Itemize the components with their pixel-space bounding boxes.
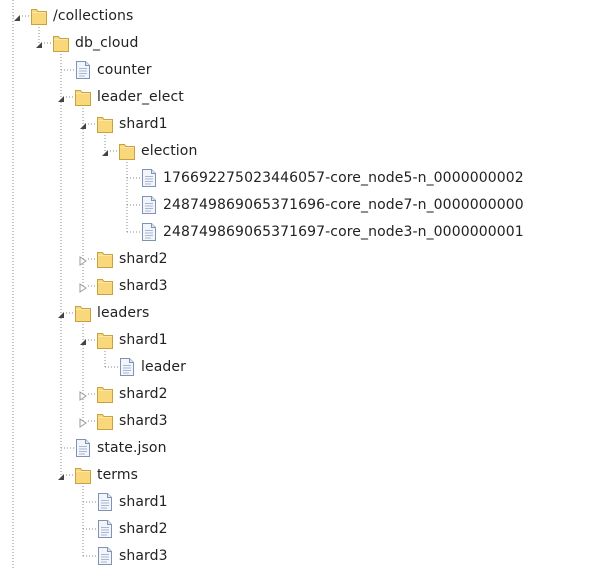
tree-node-terms[interactable]: terms [74, 464, 138, 486]
folder-icon [96, 249, 114, 269]
collapse-triangle-icon[interactable] [34, 38, 44, 48]
file-icon [96, 546, 114, 566]
folder-icon [96, 384, 114, 404]
file-icon [140, 168, 158, 188]
tree-node-label: leaders [97, 305, 150, 321]
expand-triangle-icon[interactable] [78, 281, 88, 293]
folder-icon [74, 465, 92, 485]
collapse-triangle-icon[interactable] [100, 146, 110, 156]
expand-triangle-icon[interactable] [78, 416, 88, 428]
tree-node-db-cloud[interactable]: db_cloud [52, 32, 139, 54]
file-icon [96, 519, 114, 539]
file-icon [74, 438, 92, 458]
collapse-triangle-icon[interactable] [56, 308, 66, 318]
folder-icon [52, 33, 70, 53]
tree-node-leader-elect-shard2[interactable]: shard2 [96, 248, 168, 270]
tree-node-election-node-3[interactable]: 248749869065371697-core_node3-n_00000000… [140, 221, 524, 243]
expand-triangle-icon[interactable] [78, 389, 88, 401]
tree-node-election[interactable]: election [118, 140, 197, 162]
folder-icon [74, 87, 92, 107]
folder-icon [96, 330, 114, 350]
collapse-triangle-icon[interactable] [56, 470, 66, 480]
tree-node-label: 248749869065371696-core_node7-n_00000000… [163, 197, 524, 213]
tree-node-terms-shard2[interactable]: shard2 [96, 518, 168, 540]
collapse-triangle-icon[interactable] [78, 335, 88, 345]
tree-node-leader-elect-shard3[interactable]: shard3 [96, 275, 168, 297]
folder-icon [118, 141, 136, 161]
tree-node-label: db_cloud [75, 35, 139, 51]
tree-node-label: shard2 [119, 521, 168, 537]
tree-node-election-node-2[interactable]: 248749869065371696-core_node7-n_00000000… [140, 194, 524, 216]
folder-icon [96, 114, 114, 134]
tree-node-leaders-shard2[interactable]: shard2 [96, 383, 168, 405]
collapse-triangle-icon[interactable] [12, 11, 22, 21]
tree-node-label: shard3 [119, 548, 168, 564]
tree-node-label: 176692275023446057-core_node5-n_00000000… [163, 170, 524, 186]
file-icon [140, 195, 158, 215]
folder-icon [96, 411, 114, 431]
tree-node-label: shard2 [119, 386, 168, 402]
folder-icon [96, 276, 114, 296]
tree-node-state-json[interactable]: state.json [74, 437, 167, 459]
tree-node-label: shard1 [119, 116, 168, 132]
collapse-triangle-icon[interactable] [56, 92, 66, 102]
folder-icon [74, 303, 92, 323]
tree-node-leaders-shard3[interactable]: shard3 [96, 410, 168, 432]
tree-node-leader[interactable]: leader [118, 356, 186, 378]
tree-node-label: leader [141, 359, 186, 375]
tree-node-collections[interactable]: /collections [30, 5, 133, 27]
tree-node-leader-elect[interactable]: leader_elect [74, 86, 184, 108]
tree-node-leaders[interactable]: leaders [74, 302, 149, 324]
expand-triangle-icon[interactable] [78, 254, 88, 266]
tree-node-label: shard3 [119, 278, 168, 294]
tree-node-terms-shard3[interactable]: shard3 [96, 545, 168, 567]
tree-node-label: state.json [97, 440, 167, 456]
tree-node-label: shard3 [119, 413, 168, 429]
tree-node-counter[interactable]: counter [74, 59, 152, 81]
file-icon [74, 60, 92, 80]
tree-node-label: terms [97, 467, 139, 483]
tree-node-label: election [141, 143, 198, 159]
tree-node-leader-elect-shard1[interactable]: shard1 [96, 113, 168, 135]
tree-node-terms-shard1[interactable]: shard1 [96, 491, 168, 513]
tree-node-label: shard1 [119, 494, 168, 510]
tree-node-label: counter [97, 62, 152, 78]
file-icon [118, 357, 136, 377]
tree-node-label: shard2 [119, 251, 168, 267]
tree-node-label: leader_elect [97, 89, 184, 105]
tree-node-label: 248749869065371697-core_node3-n_00000000… [163, 224, 524, 240]
tree-node-label: /collections [53, 8, 134, 24]
collapse-triangle-icon[interactable] [78, 119, 88, 129]
tree-node-leaders-shard1[interactable]: shard1 [96, 329, 168, 351]
folder-icon [30, 6, 48, 26]
file-icon [96, 492, 114, 512]
file-icon [140, 222, 158, 242]
tree-node-election-node-1[interactable]: 176692275023446057-core_node5-n_00000000… [140, 167, 524, 189]
tree-node-label: shard1 [119, 332, 168, 348]
